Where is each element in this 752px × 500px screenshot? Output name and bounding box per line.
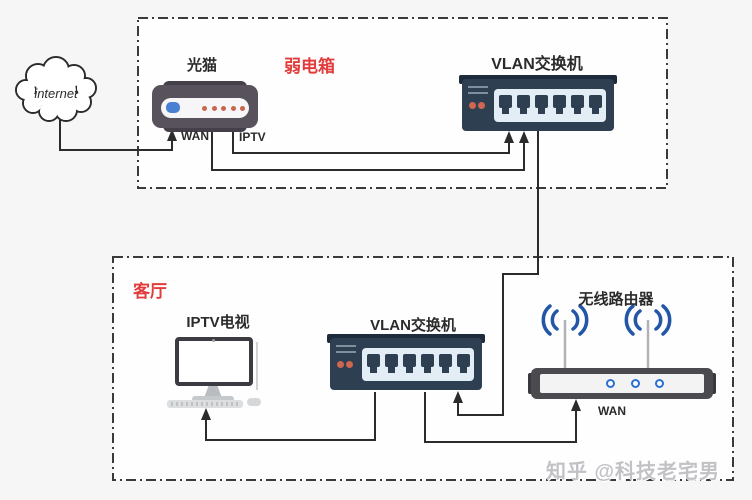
ethernet-port-icon bbox=[421, 354, 434, 373]
router-front-strip bbox=[540, 374, 704, 393]
tv-screen bbox=[175, 337, 253, 386]
tv-stand-base bbox=[192, 396, 234, 402]
wifi-signal-icon bbox=[541, 304, 589, 336]
tv-camera-dot bbox=[212, 339, 215, 342]
ethernet-port-icon bbox=[367, 354, 380, 373]
modem-status-dot bbox=[240, 106, 245, 111]
wireless-router-device bbox=[528, 368, 716, 399]
zone-label-weak-box: 弱电箱 bbox=[284, 57, 335, 76]
tv-stand-neck bbox=[204, 386, 222, 398]
modem-label: 光猫 bbox=[186, 57, 217, 74]
switch-top-label: VLAN交换机 bbox=[491, 56, 583, 73]
cable-switch-bottom-to-router-wan bbox=[424, 392, 581, 443]
modem-iptv-port-label: IPTV bbox=[239, 130, 266, 144]
tv-reflection bbox=[256, 342, 258, 390]
switch-status-dot bbox=[469, 102, 476, 109]
modem-wan-port-label: WAN bbox=[181, 129, 209, 143]
ethernet-port-icon bbox=[457, 354, 470, 373]
switch-port-panel bbox=[362, 348, 474, 381]
router-status-dot bbox=[606, 379, 615, 388]
router-wan-port-label: WAN bbox=[598, 404, 626, 418]
ethernet-port-icon bbox=[535, 95, 548, 114]
router-status-dot bbox=[655, 379, 664, 388]
switch-status-dot bbox=[478, 102, 485, 109]
switch-vent-line bbox=[336, 345, 356, 347]
router-antenna-right bbox=[624, 304, 672, 372]
router-antenna-left bbox=[541, 304, 589, 372]
ethernet-port-icon bbox=[403, 354, 416, 373]
cable-internet-to-modem-wan bbox=[59, 120, 177, 151]
ethernet-port-icon bbox=[439, 354, 452, 373]
zone-label-living-room: 客厅 bbox=[133, 282, 167, 301]
modem-front-strip bbox=[161, 98, 249, 118]
ethernet-port-icon bbox=[553, 95, 566, 114]
ethernet-port-icon bbox=[517, 95, 530, 114]
wifi-signal-icon bbox=[624, 304, 672, 336]
vlan-switch-top-device bbox=[459, 75, 617, 131]
cable-switch-bottom-to-tv bbox=[201, 392, 376, 441]
internet-cloud-icon bbox=[15, 56, 97, 122]
keyboard bbox=[167, 400, 243, 408]
modem-led-light bbox=[166, 102, 180, 113]
cable-modem-iptv-to-switch-top bbox=[232, 128, 514, 154]
internet-label: internet bbox=[34, 86, 78, 101]
switch-vent-line bbox=[468, 86, 488, 88]
zhihu-watermark: 知乎 @科技老宅男 bbox=[546, 461, 721, 483]
switch-port-panel bbox=[494, 89, 606, 122]
cable-switch-top-to-switch-bottom bbox=[453, 131, 539, 416]
keyboard-keys bbox=[171, 402, 239, 406]
router-label: 无线路由器 bbox=[578, 291, 654, 308]
switch-vent-line bbox=[336, 351, 356, 353]
mouse bbox=[247, 398, 261, 406]
tv-label: IPTV电视 bbox=[186, 314, 250, 331]
vlan-switch-bottom-device bbox=[327, 334, 485, 390]
modem-status-dot bbox=[231, 106, 236, 111]
modem-status-dot bbox=[212, 106, 217, 111]
switch-vent-line bbox=[468, 92, 488, 94]
switch-bottom-label: VLAN交换机 bbox=[370, 317, 456, 334]
ethernet-port-icon bbox=[499, 95, 512, 114]
ethernet-port-icon bbox=[571, 95, 584, 114]
cable-modem-wan-to-switch-top bbox=[211, 128, 529, 171]
switch-status-dot bbox=[337, 361, 344, 368]
modem-status-dot bbox=[221, 106, 226, 111]
ethernet-port-icon bbox=[385, 354, 398, 373]
switch-status-dot bbox=[346, 361, 353, 368]
modem-status-dot bbox=[202, 106, 207, 111]
optical-modem-device bbox=[152, 81, 258, 132]
ethernet-port-icon bbox=[589, 95, 602, 114]
router-status-dot bbox=[631, 379, 640, 388]
